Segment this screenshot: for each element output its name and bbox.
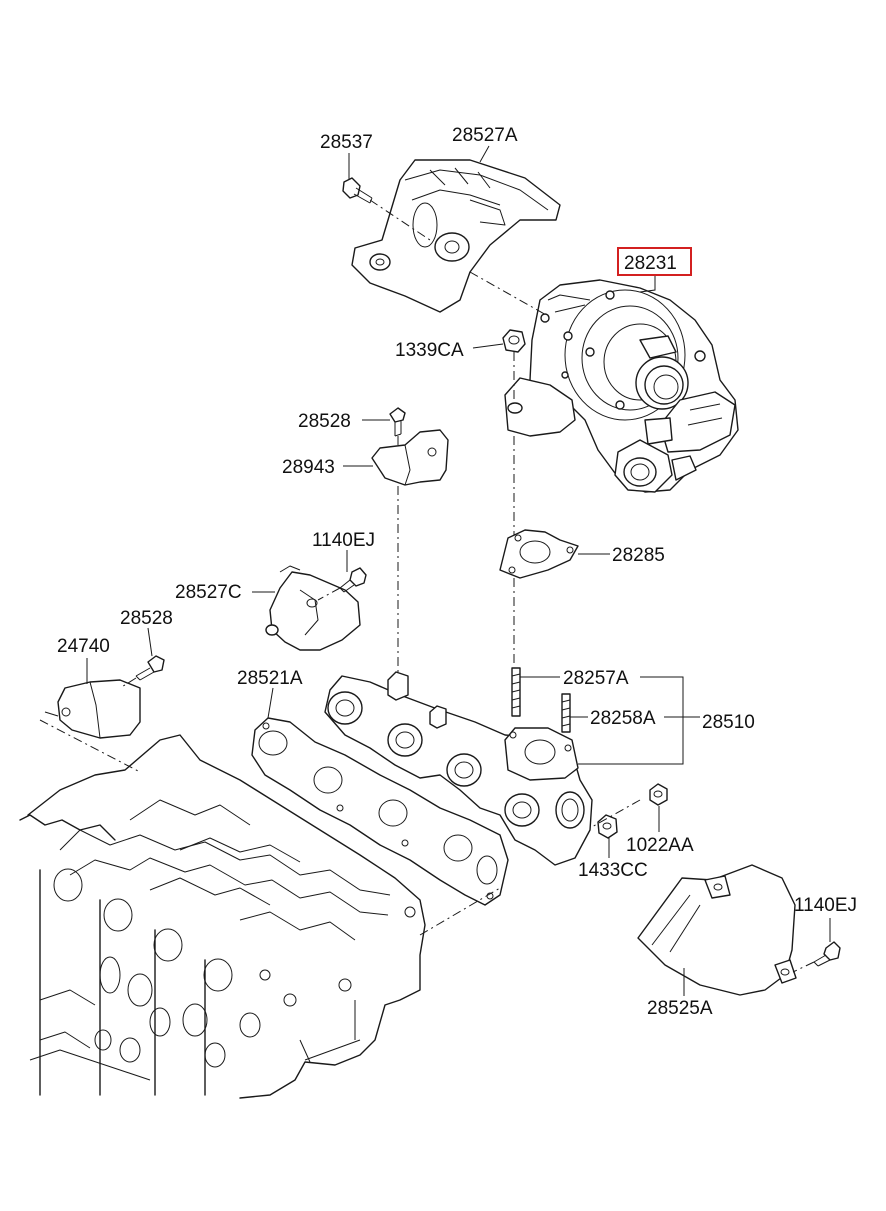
bolt-1140EJ-upper[interactable] — [339, 567, 367, 593]
bolt-1140EJ-lower[interactable] — [813, 941, 841, 967]
label-1140EJ-lower: 1140EJ — [794, 895, 857, 916]
turbocharger-28231[interactable] — [504, 279, 739, 493]
heat-shield-28527C[interactable] — [265, 565, 361, 651]
nut-1022AA[interactable] — [649, 783, 668, 806]
label-28527C: 28527C — [175, 582, 242, 603]
gasket-28285[interactable] — [499, 529, 579, 579]
bracket-28943[interactable] — [371, 429, 449, 486]
nut-1339CA[interactable] — [502, 329, 526, 353]
bolt-28528-upper[interactable] — [389, 407, 406, 437]
label-28528-lower: 28528 — [120, 608, 173, 629]
label-28528-upper: 28528 — [298, 411, 351, 432]
cylinder-head — [19, 734, 426, 1099]
label-1140EJ-upper: 1140EJ — [312, 530, 375, 551]
bolt-28537[interactable] — [342, 177, 373, 204]
label-28510: 28510 — [702, 712, 755, 733]
stud-28258A[interactable] — [561, 693, 571, 733]
callout-labels: 28537 28527A 28231 1339CA 28528 28943 11… — [57, 125, 857, 1019]
assembly-lines — [39, 199, 815, 973]
gasket-28521A[interactable] — [251, 717, 509, 906]
nut-1433CC[interactable] — [597, 814, 618, 839]
label-28521A: 28521A — [237, 668, 303, 689]
leader-lines — [86, 145, 831, 996]
stud-28257A[interactable] — [511, 667, 521, 717]
label-28527A: 28527A — [452, 125, 518, 146]
label-28258A: 28258A — [590, 708, 656, 729]
label-1433CC: 1433CC — [578, 860, 648, 881]
bolt-28528-lower[interactable] — [135, 655, 165, 681]
label-28285: 28285 — [612, 545, 665, 566]
label-28231[interactable]: 28231 — [624, 253, 677, 274]
label-28943: 28943 — [282, 457, 335, 478]
heat-shield-28527A[interactable] — [351, 159, 561, 313]
label-1022AA: 1022AA — [626, 835, 694, 856]
heat-shield-28525A[interactable] — [637, 864, 797, 996]
label-1339CA: 1339CA — [395, 340, 464, 361]
highlight-box-28231 — [617, 247, 692, 276]
label-28257A: 28257A — [563, 668, 629, 689]
label-24740: 24740 — [57, 636, 110, 657]
bracket-24740[interactable] — [44, 679, 141, 739]
label-28525A: 28525A — [647, 998, 713, 1019]
label-28537: 28537 — [320, 132, 373, 153]
exhaust-manifold-28510[interactable] — [324, 671, 593, 866]
